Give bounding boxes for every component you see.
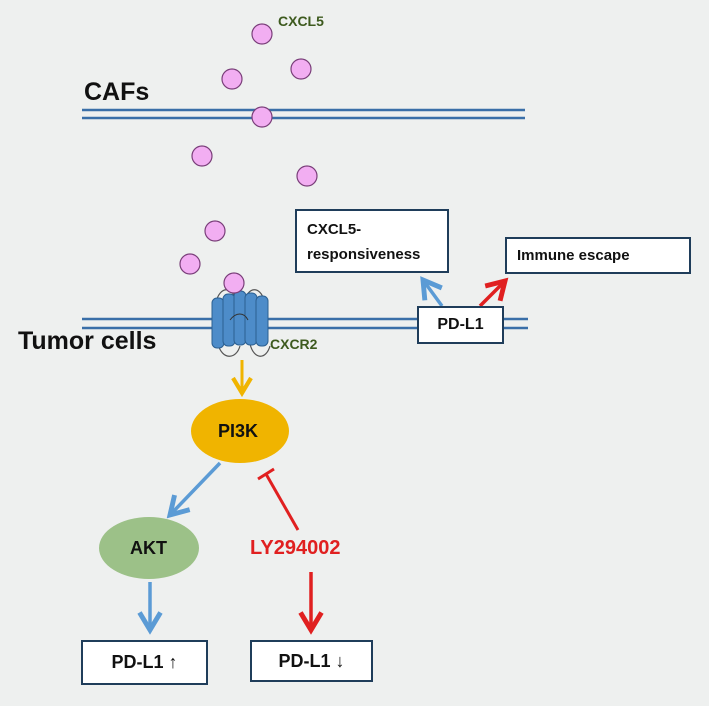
cafs-label: CAFs [84, 78, 150, 106]
cxcr2-receptor [211, 289, 271, 357]
pdl1-to-responsiveness-arrow [420, 276, 444, 308]
ly294002-label: LY294002 [250, 537, 341, 559]
cxcl5-particles [179, 23, 318, 294]
akt-label: AKT [130, 538, 167, 558]
pi3k-label: PI3K [218, 421, 259, 441]
akt-node [99, 517, 199, 579]
pdl1-to-immune-escape-arrow [478, 277, 509, 308]
responsiveness-line1: CXCL5- [307, 221, 362, 238]
pdl1-up-box: PD-L1 ↑ [81, 640, 208, 685]
ly294002-inhibition-line [257, 467, 300, 531]
cxcr2-label: CXCR2 [270, 336, 318, 352]
pdl1-membrane-box: PD-L1 [417, 306, 504, 344]
cxcl5-responsiveness-box: CXCL5- responsiveness [295, 209, 449, 273]
caf-membrane [82, 108, 525, 120]
cxcl5-label: CXCL5 [278, 13, 324, 29]
pi3k-node [191, 399, 289, 463]
pdl1-down-box: PD-L1 ↓ [250, 640, 373, 682]
immune-escape-box: Immune escape [505, 237, 691, 274]
pi3k-to-akt-arrow [166, 461, 222, 519]
tumor-cells-label: Tumor cells [18, 327, 157, 355]
responsiveness-line2: responsiveness [307, 246, 421, 263]
